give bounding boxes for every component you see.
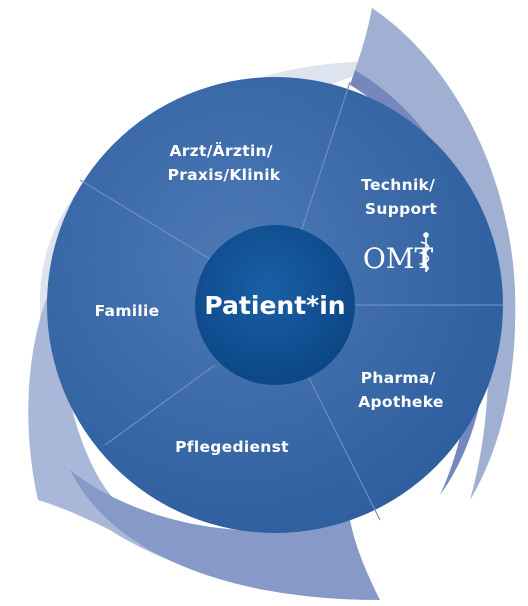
center-circle [195,225,355,385]
segment-dividers [79,81,503,521]
outer-ring-bottom [70,470,380,600]
segment-label-familie-line-1: Familie [95,302,160,320]
segment-label-technik-line-1: Technik/ [361,176,435,194]
center-label: Patient*in [204,291,345,320]
divider-lower-right [304,369,381,521]
segment-label-arzt: Arzt/Ärztin/ Praxis/Klinik [168,141,281,184]
segment-label-technik-line-2: Support [365,200,437,218]
divider-lower-left [104,364,216,446]
segment-label-familie: Familie [95,302,160,320]
segment-label-pharma: Pharma/ Apotheke [358,369,444,411]
segment-label-pharma-line-1: Pharma/ [361,369,436,387]
segment-label-pflegedienst-line-1: Pflegedienst [175,438,289,456]
staff-of-asclepius-icon [418,232,430,272]
omt-logo-text: OMT [363,242,434,275]
divider-top-right [299,81,351,236]
omt-logo: OMT [363,232,434,275]
segment-label-arzt-line-2: Praxis/Klinik [168,166,281,184]
segment-label-technik: Technik/ Support [361,176,441,218]
divider-upper-left [79,179,216,263]
segment-label-pflegedienst: Pflegedienst [175,438,289,456]
segment-label-pharma-line-2: Apotheke [358,393,444,411]
segment-label-arzt-line-1: Arzt/Ärztin/ [169,141,272,160]
